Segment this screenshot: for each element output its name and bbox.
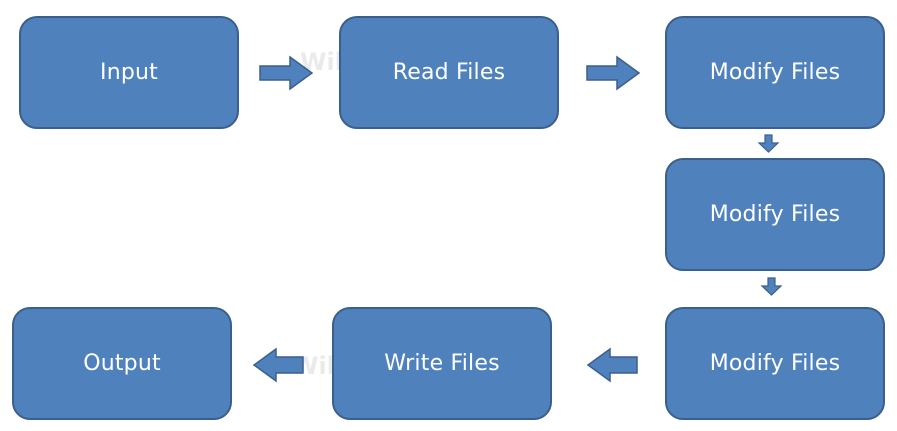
node-label: Read Files: [392, 60, 506, 85]
node-modify-files-2: Modify Files: [665, 158, 885, 271]
arrow-read-files-to-modify-files-1: [586, 55, 641, 91]
node-modify-files-3: Modify Files: [665, 307, 885, 420]
node-label: Input: [100, 60, 158, 85]
arrow-modify-files-3-to-write-files: [586, 347, 638, 383]
node-label: Output: [83, 351, 161, 376]
node-label: Modify Files: [709, 60, 841, 85]
arrow-modify-files-1-to-modify-files-2: [757, 134, 780, 153]
node-label: Modify Files: [709, 351, 841, 376]
node-input: Input: [19, 16, 239, 129]
node-output: Output: [12, 307, 232, 420]
node-modify-files-1: Modify Files: [665, 16, 885, 129]
node-label: Write Files: [384, 351, 500, 376]
node-write-files: Write Files: [332, 307, 552, 420]
node-read-files: Read Files: [339, 16, 559, 129]
arrow-modify-files-2-to-modify-files-3: [760, 277, 783, 296]
node-label: Modify Files: [709, 202, 841, 227]
